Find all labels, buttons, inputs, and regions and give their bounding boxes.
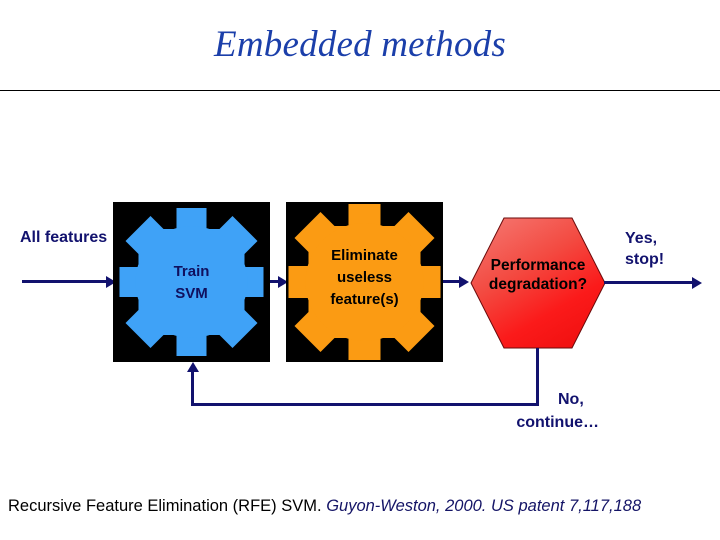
node-decision-line-2: degradation? [488, 276, 588, 293]
caption: Recursive Feature Elimination (RFE) SVM.… [8, 495, 714, 517]
node-train-svm[interactable]: Train SVM [113, 202, 270, 362]
connector-feedback-down [536, 348, 539, 406]
node-performance-decision[interactable] [470, 216, 606, 350]
title-divider [0, 90, 720, 91]
hexagon-shape [470, 217, 606, 349]
label-branch-no-line-1: No, [558, 391, 584, 408]
caption-main-text: Recursive Feature Elimination (RFE) SVM. [8, 497, 322, 515]
connector-yes-arrowhead [692, 276, 702, 289]
page-title: Embedded methods [214, 24, 506, 65]
connector-gear2-decision-arrowhead [459, 275, 469, 288]
gear-icon-orange [288, 204, 441, 360]
label-branch-yes-line-1: Yes, [625, 230, 658, 247]
connector-yes-line [604, 281, 694, 284]
label-branch-no-line-2: continue… [516, 414, 599, 431]
node-decision-line-1: Performance [490, 257, 586, 274]
label-branch-yes-line-2: stop! [625, 251, 665, 268]
caption-reference-text: Guyon-Weston, 2000. US patent 7,117,188 [326, 497, 642, 515]
connector-gear1-gear2-line [270, 280, 280, 283]
gear-icon-blue [119, 208, 264, 356]
connector-input-line [22, 280, 108, 283]
connector-feedback-left [191, 403, 539, 406]
connector-gear1-gear2-arrowhead [278, 275, 288, 288]
node-eliminate-features[interactable]: Eliminate useless feature(s) [286, 202, 443, 362]
connector-gear2-decision-line [443, 280, 462, 283]
connector-input-arrowhead [106, 275, 116, 288]
connector-feedback-up [191, 372, 194, 406]
label-all-features: All features [20, 229, 108, 246]
connector-feedback-arrowhead [186, 362, 199, 372]
